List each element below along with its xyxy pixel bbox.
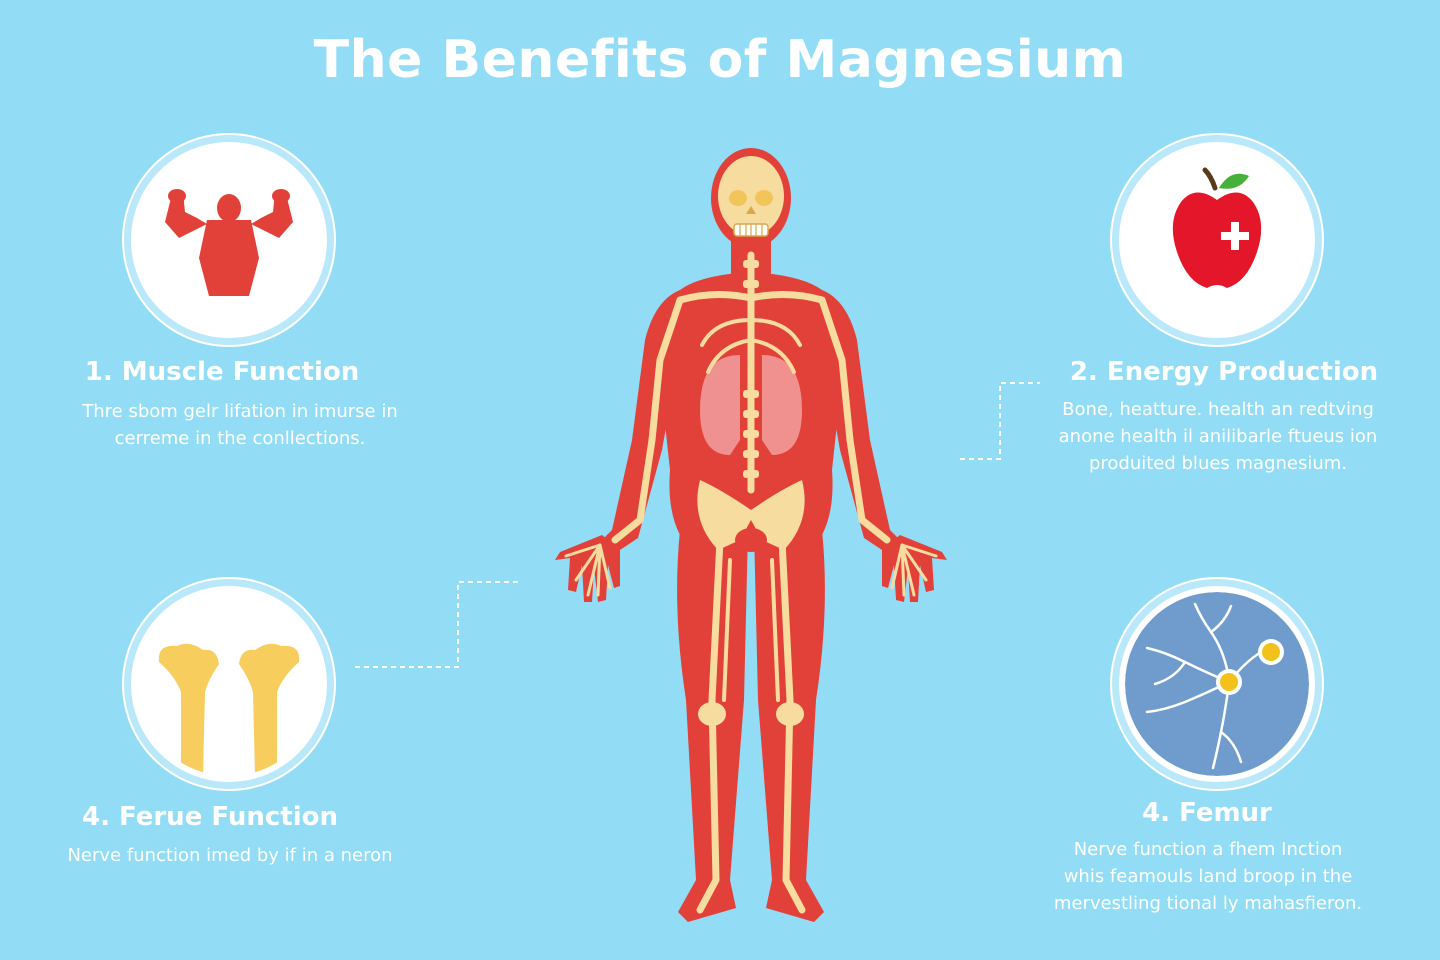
skull — [718, 156, 784, 237]
human-body-figure — [555, 148, 947, 922]
skeleton — [564, 251, 938, 914]
benefit-1-heading: 1. Muscle Function — [84, 357, 360, 387]
benefit-2-description: Bone, heatture. health an redtving anone… — [1058, 399, 1378, 474]
apple-icon — [1172, 167, 1262, 288]
flexing-muscle-icon — [165, 189, 293, 296]
energy-production-circle — [1119, 142, 1315, 338]
benefit-3-heading: 4. Ferue Function — [82, 802, 338, 832]
pelvis — [697, 480, 805, 552]
benefit-4-heading: 4. Femur — [1142, 798, 1272, 828]
benefit-3-description: Nerve function imed by if in a neron — [67, 845, 393, 866]
page-title: The Benefits of Magnesium — [313, 30, 1127, 90]
knees — [698, 702, 804, 726]
benefit-1-description: Thre sbom gelr lifation in imurse in cer… — [82, 401, 398, 449]
benefit-2-heading: 2. Energy Production — [1069, 357, 1379, 387]
bones-icon — [158, 643, 300, 776]
vertebrae — [743, 260, 759, 478]
femur-circle — [1119, 586, 1315, 782]
neuron-icon — [1125, 592, 1309, 776]
muscle-function-circle — [131, 142, 327, 338]
benefit-4-description: Nerve function a fhem Inction whis feamo… — [1053, 839, 1363, 914]
ferue-function-circle — [131, 586, 327, 782]
lungs — [700, 355, 802, 455]
